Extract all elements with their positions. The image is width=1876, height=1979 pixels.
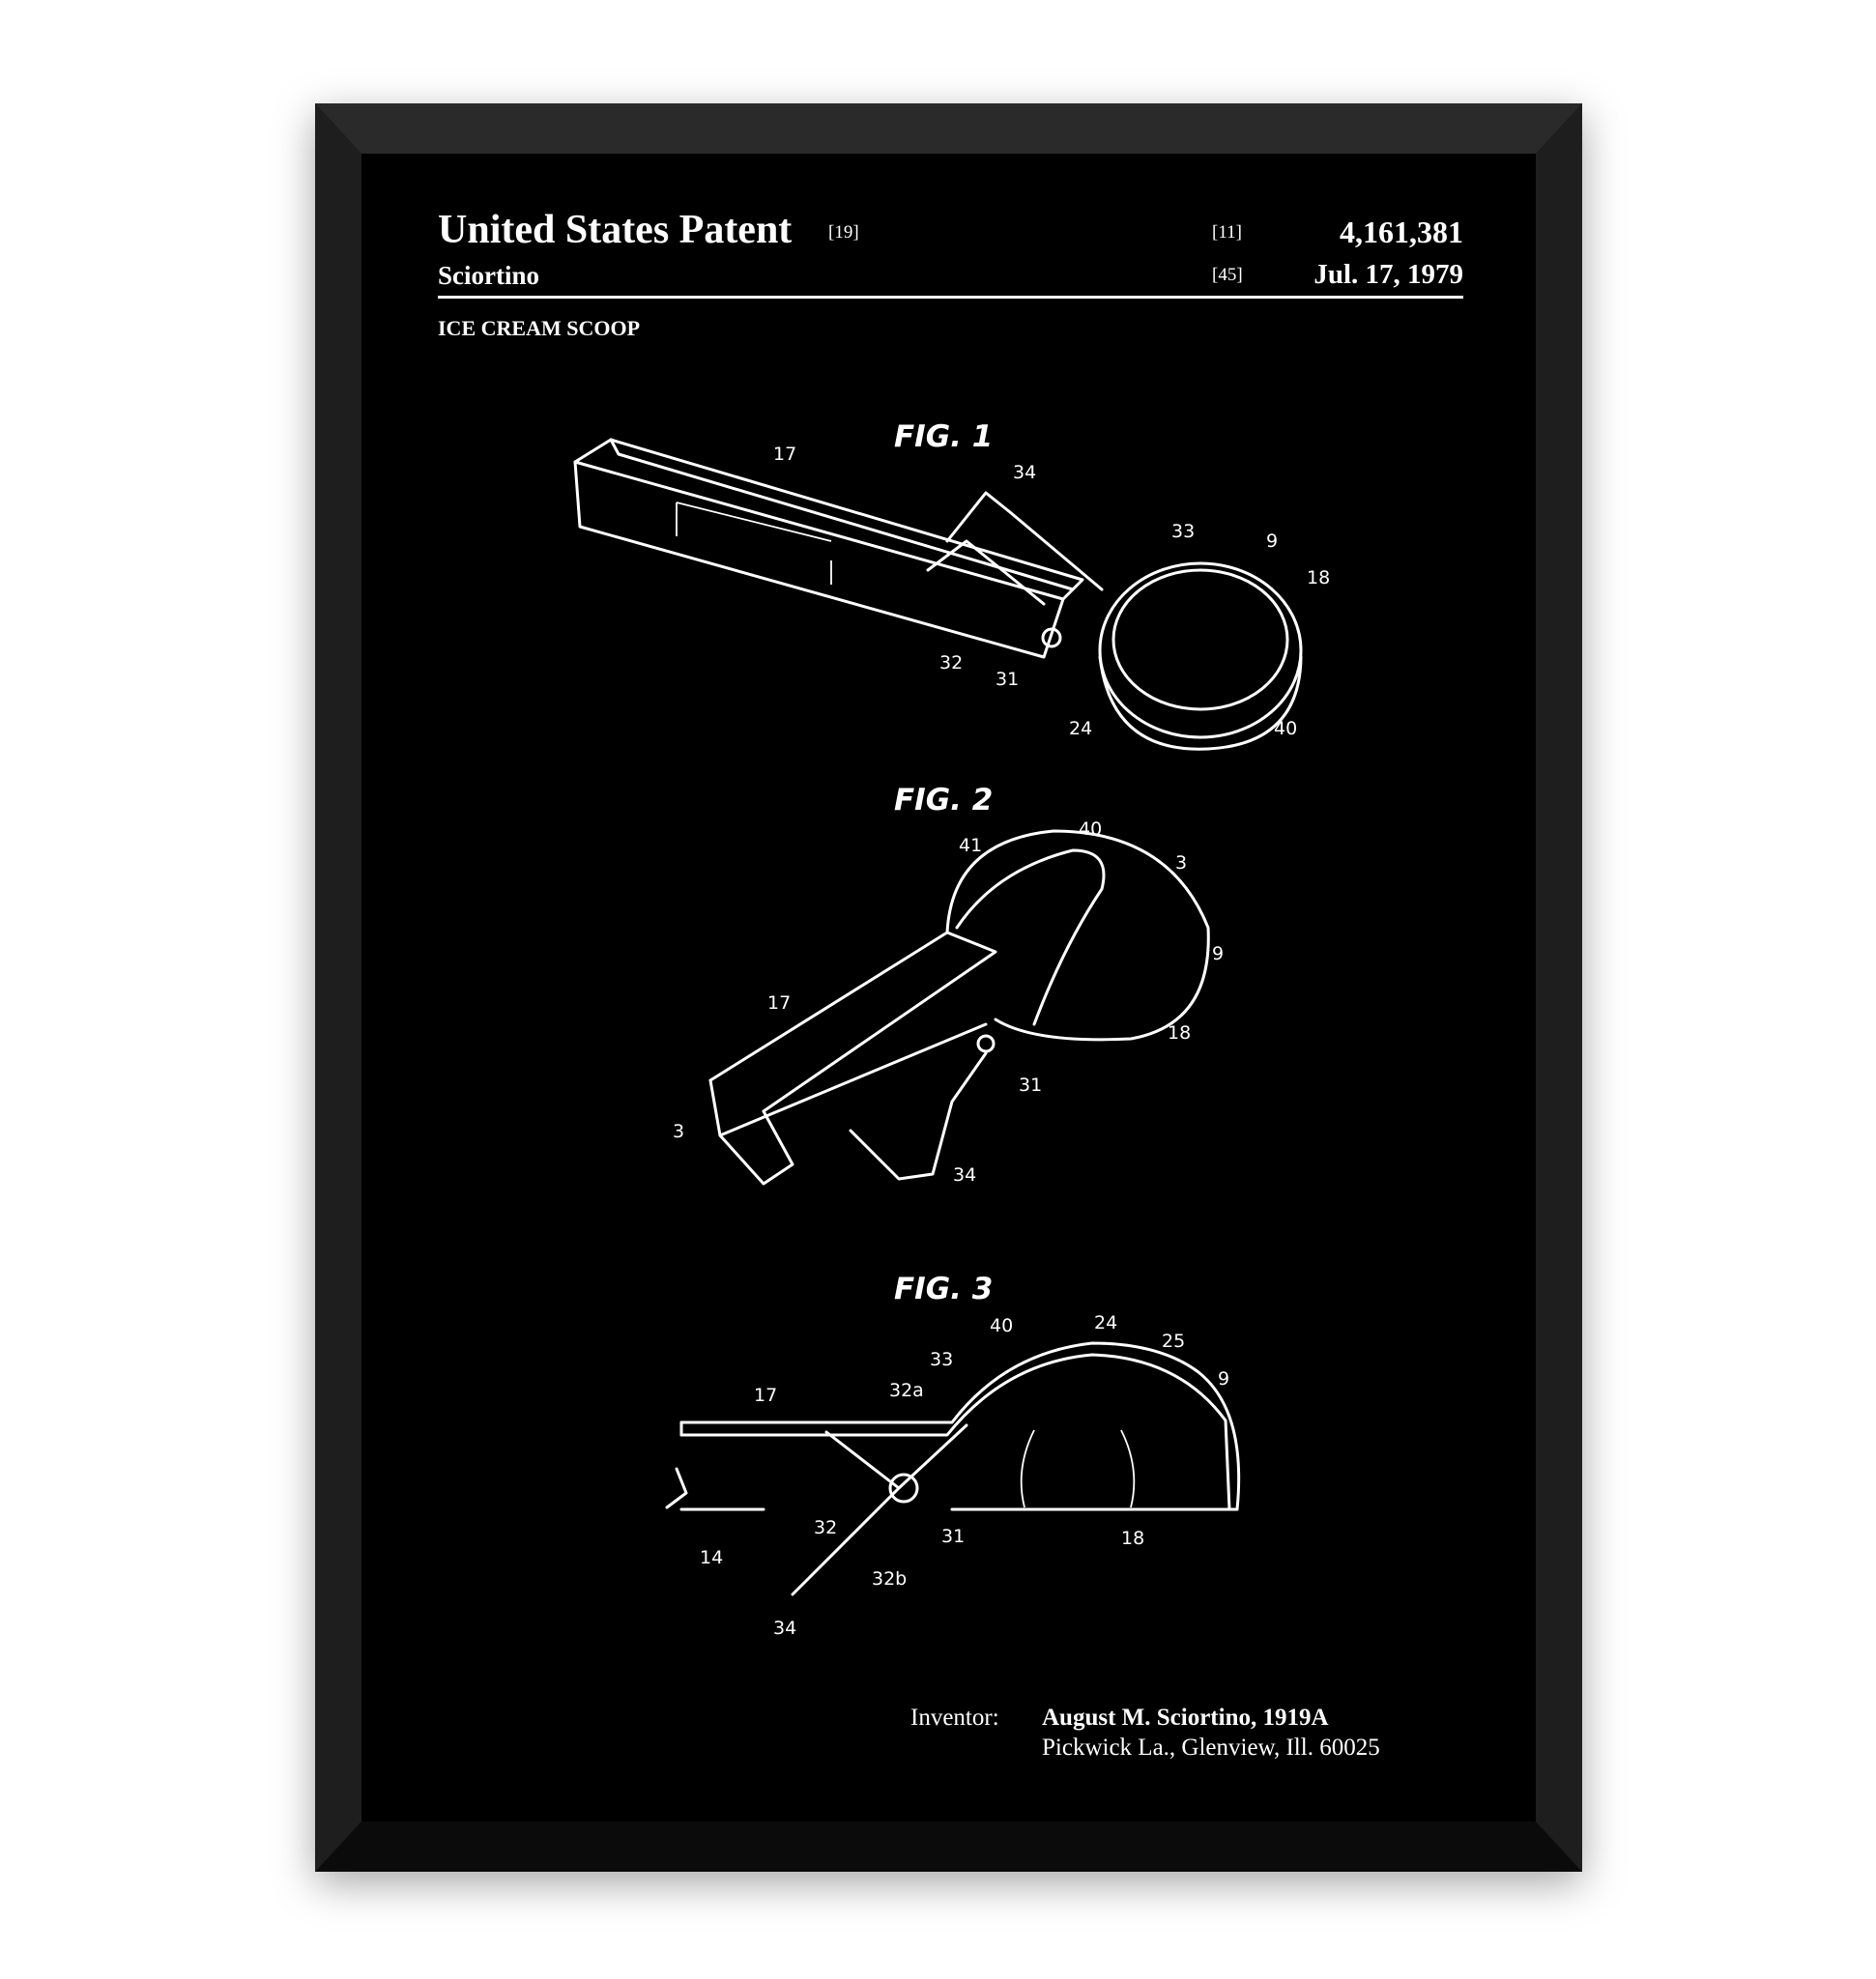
ref-numeral: 32a <box>889 1380 924 1401</box>
ref-numeral: 9 <box>1218 1368 1229 1390</box>
ref-numeral: 34 <box>1013 462 1036 483</box>
ref-numeral: 31 <box>1019 1075 1042 1096</box>
ref-numeral: 24 <box>1094 1312 1117 1334</box>
ref-numeral: 9 <box>1266 531 1278 552</box>
fig-2-numerals: 41 40 3 9 17 18 31 3 34 <box>673 818 1224 1186</box>
ref-numeral: 18 <box>1168 1022 1191 1044</box>
ref-numeral: 33 <box>1171 521 1195 542</box>
ref-numeral: 24 <box>1069 718 1092 739</box>
fig-3-numerals: 40 24 25 33 9 17 32a 32 31 18 14 32b 34 <box>700 1312 1229 1639</box>
fig-1-numerals: 17 34 33 9 18 32 31 24 40 <box>773 444 1330 739</box>
ref-numeral: 40 <box>1274 718 1297 739</box>
ref-numeral: 41 <box>959 835 982 856</box>
ref-numeral: 31 <box>941 1526 965 1547</box>
ref-numeral: 9 <box>1212 943 1224 964</box>
ref-numeral: 17 <box>754 1385 777 1406</box>
ref-numeral: 32 <box>939 652 963 674</box>
ref-numeral: 33 <box>930 1349 953 1370</box>
ref-numeral: 40 <box>990 1315 1013 1336</box>
inventor-label: Inventor: <box>910 1705 999 1732</box>
ref-numeral: 17 <box>767 992 791 1014</box>
inventor-line-1: August M. Sciortino, 1919A <box>1042 1705 1329 1732</box>
ref-numeral: 17 <box>773 444 796 465</box>
ref-numeral: 18 <box>1121 1528 1144 1549</box>
ref-numeral: 3 <box>1175 852 1187 874</box>
ref-numeral: 34 <box>773 1618 796 1639</box>
ref-numeral: 14 <box>700 1547 723 1568</box>
ref-numeral: 25 <box>1162 1331 1185 1352</box>
inventor-line-2: Pickwick La., Glenview, Ill. 60025 <box>1042 1735 1380 1762</box>
fig-1-drawing <box>575 440 1301 749</box>
ref-numeral: 3 <box>673 1121 684 1142</box>
ref-numeral: 32b <box>872 1568 907 1590</box>
ref-numeral: 31 <box>996 669 1019 690</box>
ref-numeral: 40 <box>1079 818 1102 840</box>
ref-numeral: 18 <box>1307 567 1330 588</box>
ref-numeral: 32 <box>814 1517 837 1538</box>
fig-3-drawing <box>667 1343 1239 1594</box>
ref-numeral: 34 <box>953 1164 976 1186</box>
